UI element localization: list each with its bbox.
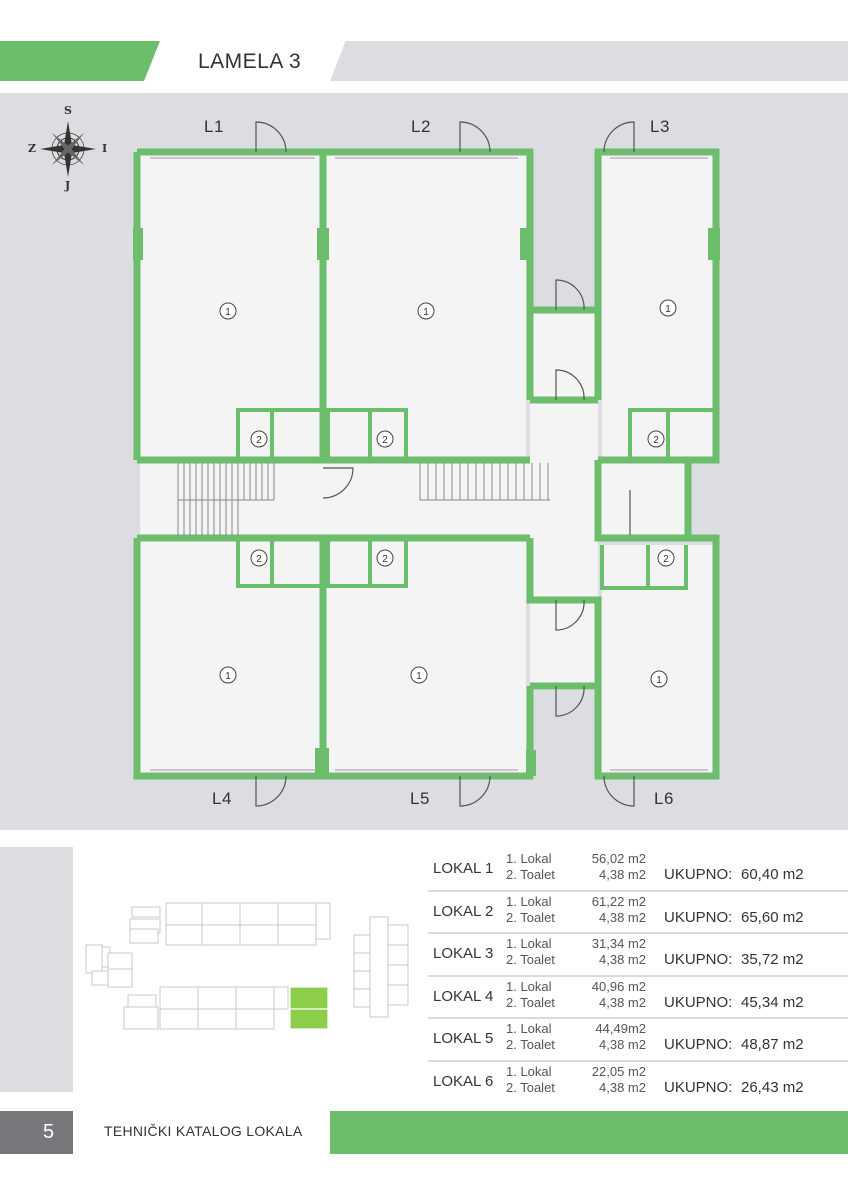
total-value: 35,72 m2: [741, 951, 804, 968]
page-number-box: [0, 1111, 73, 1154]
site-key-plan: [85, 902, 409, 1030]
total-label: UKUPNO:: [664, 1036, 733, 1053]
item-area: 4,38 m2: [599, 1079, 646, 1095]
item-label: 2. Toalet: [506, 909, 555, 925]
lokal-name: LOKAL 1: [433, 860, 494, 877]
item-label: 2. Toalet: [506, 994, 555, 1010]
svg-text:2: 2: [663, 554, 669, 565]
svg-text:2: 2: [382, 435, 388, 446]
unit-label-l6: L6: [654, 789, 674, 808]
item-area: 56,02 m2: [591, 851, 646, 866]
unit-label-l3: L3: [650, 117, 670, 136]
total-label: UKUPNO:: [664, 908, 733, 926]
item-label: 1. Lokal: [506, 978, 552, 994]
unit-label-l5: L5: [410, 789, 430, 808]
item-area: 44,49m2: [595, 1021, 646, 1036]
total-label: UKUPNO:: [664, 993, 733, 1011]
item-label: 1. Lokal: [506, 1021, 552, 1036]
item-area: 4,38 m2: [599, 952, 646, 967]
page-title: LAMELA 3: [198, 50, 302, 73]
total-value: 60,40 m2: [741, 866, 804, 883]
compass-south: J: [65, 179, 71, 192]
header-green-band: [0, 41, 160, 81]
svg-text:1: 1: [225, 307, 231, 318]
table-row: LOKAL 3 1. Lokal 31,34 m2 2. Toalet 4,38 m…: [428, 934, 848, 977]
table-row: LOKAL 4 1. Lokal 40,96 m2 2. Toalet 4,38 m…: [428, 977, 848, 1019]
total-value: 48,87 m2: [741, 1036, 804, 1053]
item-label: 2. Toalet: [506, 1037, 555, 1052]
svg-text:2: 2: [653, 435, 659, 446]
footer-title: TEHNIČKI KATALOG LOKALA: [104, 1123, 303, 1139]
svg-text:1: 1: [665, 304, 671, 315]
unit-label-l4: L4: [212, 789, 232, 808]
item-area: 4,38 m2: [599, 994, 646, 1010]
item-label: 1. Lokal: [506, 851, 552, 866]
unit-label-l1: L1: [204, 117, 224, 136]
lokal-name: LOKAL 6: [433, 1072, 494, 1090]
item-area: 4,38 m2: [599, 909, 646, 925]
lokal-name: LOKAL 3: [433, 945, 494, 962]
item-area: 4,38 m2: [599, 867, 646, 882]
svg-text:1: 1: [423, 307, 429, 318]
svg-text:1: 1: [656, 675, 662, 686]
item-label: 2. Toalet: [506, 867, 555, 882]
lokal-name: LOKAL 5: [433, 1030, 494, 1047]
item-area: 4,38 m2: [599, 1037, 646, 1052]
lokal-name: LOKAL 2: [433, 902, 494, 920]
header-gray-band: [330, 41, 848, 81]
total-value: 45,34 m2: [741, 993, 804, 1011]
item-label: 1. Lokal: [506, 893, 552, 909]
table-row: LOKAL 5 1. Lokal 44,49m2 2. Toalet 4,38 m2…: [428, 1019, 848, 1062]
page-number: 5: [43, 1121, 55, 1143]
svg-text:2: 2: [256, 554, 262, 565]
item-label: 1. Lokal: [506, 936, 552, 951]
item-label: 1. Lokal: [506, 1063, 552, 1079]
table-row: LOKAL 1 1. Lokal 56,02 m2 2. Toalet 4,38 m…: [428, 849, 848, 892]
compass-east: I: [102, 142, 108, 155]
floor-plan: .rm { fill: #f4f4f4; } .wl { fill: none;…: [40, 121, 720, 807]
site-side-panel: [0, 847, 73, 1092]
lokal-name: LOKAL 4: [433, 987, 494, 1005]
compass-west: Z: [28, 142, 37, 155]
total-value: 26,43 m2: [741, 1078, 804, 1096]
svg-text:2: 2: [382, 554, 388, 565]
total-label: UKUPNO:: [664, 1078, 733, 1096]
svg-text:2: 2: [256, 435, 262, 446]
total-label: UKUPNO:: [664, 866, 733, 883]
total-value: 65,60 m2: [741, 908, 804, 926]
item-label: 2. Toalet: [506, 1079, 555, 1095]
item-label: 2. Toalet: [506, 952, 555, 967]
item-area: 22,05 m2: [591, 1063, 646, 1079]
item-area: 31,34 m2: [591, 936, 646, 951]
footer-green-band: [330, 1111, 848, 1154]
item-area: 40,96 m2: [591, 978, 646, 994]
area-table: LOKAL 1 1. Lokal 56,02 m2 2. Toalet 4,38 m…: [428, 849, 848, 1102]
table-row: LOKAL 2 1. Lokal 61,22 m2 2. Toalet 4,38 m…: [428, 892, 848, 934]
unit-label-l2: L2: [411, 117, 431, 136]
svg-text:1: 1: [225, 671, 231, 682]
svg-text:1: 1: [416, 671, 422, 682]
compass-north: S: [64, 104, 72, 117]
item-area: 61,22 m2: [591, 893, 646, 909]
total-label: UKUPNO:: [664, 951, 733, 968]
table-row: LOKAL 6 1. Lokal 22,05 m2 2. Toalet 4,38 m…: [428, 1062, 848, 1103]
